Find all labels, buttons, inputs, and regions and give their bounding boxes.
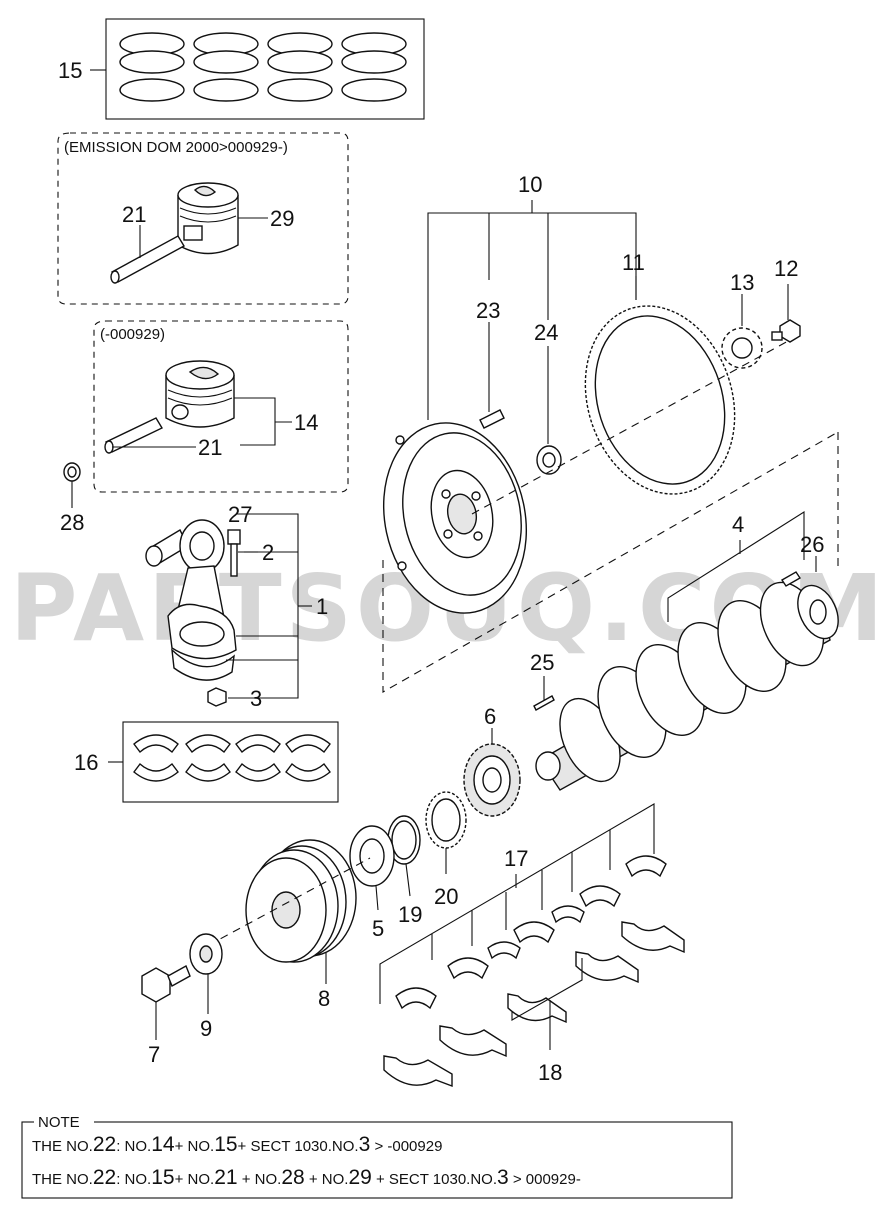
connecting-rod	[145, 519, 237, 681]
callout-18[interactable]: 18	[538, 1060, 562, 1085]
pre-000929-group-label: (-000929)	[100, 326, 165, 343]
pulley-bolt-group[interactable]: 7	[141, 965, 191, 1067]
callout-26[interactable]: 26	[800, 532, 824, 557]
callout-12[interactable]: 12	[774, 256, 798, 281]
connecting-rod-nut	[207, 687, 227, 707]
main-bearing-group[interactable]: 17 18	[379, 803, 685, 1088]
callout-23[interactable]: 23	[476, 298, 500, 323]
woodruff-key	[533, 695, 555, 711]
callout-14[interactable]: 14	[294, 410, 318, 435]
callout-5[interactable]: 5	[372, 916, 384, 941]
reinforcement-plate	[721, 327, 763, 369]
con-rod-bearing-set	[133, 734, 331, 782]
callout-1[interactable]: 1	[316, 594, 328, 619]
piston-pin-standard	[104, 417, 163, 454]
callout-7[interactable]: 7	[148, 1042, 160, 1067]
callout-4[interactable]: 4	[732, 512, 744, 537]
callout-11[interactable]: 11	[622, 250, 645, 275]
piston-pin-emission	[110, 235, 185, 284]
connecting-rod-bolt	[227, 529, 241, 577]
pre-000929-piston-group[interactable]: (-000929) 14 21	[93, 320, 349, 493]
emission-group-box	[57, 132, 349, 305]
spacer-ring-group[interactable]: 19	[387, 815, 422, 927]
flywheel-bolt	[771, 319, 801, 343]
callout-10[interactable]: 10	[518, 172, 542, 197]
main-bearing-cap-set	[383, 921, 685, 1088]
note-panel: NOTE THE NO.22: NO.14+ NO.15+ SECT 1030.…	[21, 1110, 733, 1199]
callout-17[interactable]: 17	[504, 846, 528, 871]
callout-20[interactable]: 20	[434, 884, 458, 909]
pre-000929-group-box	[93, 320, 349, 493]
callout-15[interactable]: 15	[58, 58, 82, 83]
flywheel-group[interactable]: 10 23 24 11	[367, 172, 801, 626]
callout-19[interactable]: 19	[398, 902, 422, 927]
crank-pulley-group[interactable]: 8	[245, 839, 357, 1011]
assembly-dash-outline	[382, 431, 839, 693]
callout-21-emission[interactable]: 21	[122, 202, 146, 227]
con-rod-bearing-set-group[interactable]: 16	[74, 721, 339, 803]
crank-sprocket	[463, 743, 521, 817]
callout-29[interactable]: 29	[270, 206, 294, 231]
callout-21-standard[interactable]: 21	[198, 435, 222, 460]
callout-13[interactable]: 13	[730, 270, 754, 295]
pilot-bearing	[536, 445, 562, 475]
callout-2[interactable]: 2	[262, 540, 274, 565]
pulley-bolt	[141, 965, 191, 1003]
piston-emission	[177, 182, 239, 255]
crankshaft	[535, 581, 839, 791]
callout-27[interactable]: 27	[228, 502, 252, 527]
crankshaft-pin	[781, 571, 801, 587]
callout-3[interactable]: 3	[250, 686, 262, 711]
note-title: NOTE	[38, 1114, 80, 1131]
piston-standard	[165, 360, 235, 428]
emission-group-label: (EMISSION DOM 2000>000929-)	[64, 139, 288, 156]
note-line-1: THE NO.22: NO.14+ NO.15+ SECT 1030.NO.3 …	[32, 1133, 442, 1156]
spacer-ring	[387, 815, 421, 865]
front-washer-group[interactable]: 5	[349, 825, 395, 941]
piston-ring-set-group[interactable]: 15	[58, 18, 425, 120]
callout-28[interactable]: 28	[60, 510, 84, 535]
callout-24[interactable]: 24	[534, 320, 558, 345]
con-rod-bearing-box	[122, 721, 339, 803]
callout-6[interactable]: 6	[484, 704, 496, 729]
flywheel	[382, 422, 528, 614]
pulley-washer	[189, 933, 223, 975]
pulley-washer-group[interactable]: 9	[189, 933, 223, 1041]
snap-ring-group[interactable]: 28	[60, 462, 84, 535]
emission-piston-group[interactable]: (EMISSION DOM 2000>000929-) 21 29	[57, 132, 349, 305]
callout-25[interactable]: 25	[530, 650, 554, 675]
note-line-2: THE NO.22: NO.15+ NO.21 + NO.28 + NO.29 …	[32, 1166, 581, 1189]
crankshaft-group[interactable]: 4 26 25	[530, 511, 846, 791]
note-box	[21, 1121, 733, 1199]
crank-sprocket-group[interactable]: 6	[463, 704, 521, 817]
front-washer	[349, 825, 395, 887]
sensor-wheel	[425, 791, 467, 849]
sensor-wheel-group[interactable]: 20	[425, 791, 467, 909]
callout-16[interactable]: 16	[74, 750, 98, 775]
crank-pulley	[245, 839, 357, 963]
connecting-rod-group[interactable]: 27 2 1 3	[145, 502, 328, 711]
ring-gear	[584, 305, 736, 495]
piston-ring-box	[105, 18, 425, 120]
main-bearing-upper-set	[395, 855, 667, 1010]
piston-ring-set	[119, 32, 407, 102]
callout-8[interactable]: 8	[318, 986, 330, 1011]
flywheel-dowel-pin	[479, 409, 505, 429]
callout-9[interactable]: 9	[200, 1016, 212, 1041]
